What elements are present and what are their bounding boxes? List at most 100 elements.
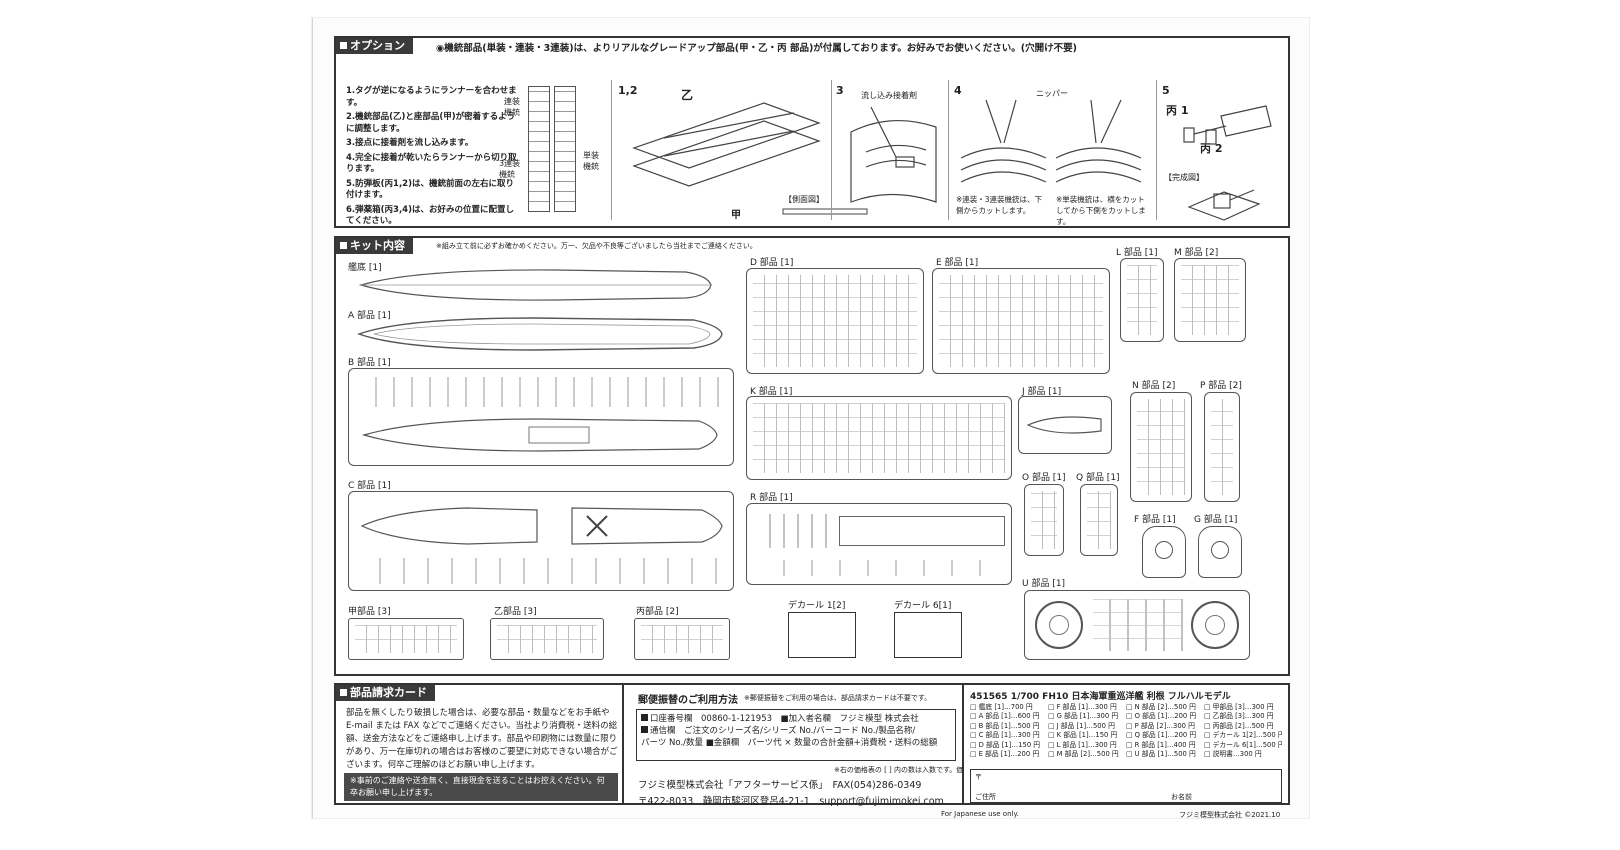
b-deck-drawing (361, 418, 718, 452)
part-label-g: G 部品 [1] (1194, 515, 1238, 525)
q-grid (1087, 491, 1111, 549)
price-item: J 部品 [1]…500 円 (1048, 722, 1126, 731)
part-label-u: U 部品 [1] (1022, 579, 1066, 589)
price-item: デカール 6[1]…500 円 (1204, 741, 1282, 750)
part-label-o: O 部品 [1] (1022, 473, 1066, 483)
part-label-e: E 部品 [1] (936, 258, 979, 268)
price-item: デカール 1[2]…500 円 (1204, 731, 1282, 740)
options-step: 2.機銃部品(乙)と座部品(甲)が密着するように調整します。 (346, 112, 516, 134)
part-label-kou: 甲部品 [3] (348, 607, 391, 617)
p-grid (1211, 399, 1233, 495)
part-label-p: P 部品 [2] (1200, 381, 1242, 391)
kit-contents-panel: キット内容 ※組み立て前に必ずお確かめください。万一、欠品や不良等ございましたら… (334, 236, 1290, 676)
glue-label: 流し込み接着剤 (861, 91, 917, 100)
otsu-grid (497, 625, 597, 653)
c-small-parts (357, 558, 727, 584)
sprue-overlap-drawing (632, 102, 821, 187)
address-label: ご住所 (975, 793, 996, 801)
price-item: N 部品 [2]…500 円 (1126, 703, 1204, 712)
postal-address: 〒422-8033 静岡市駿河区登呂4-21-1 support@fujimim… (638, 796, 944, 807)
kit-title: キット内容 (336, 238, 413, 254)
kit-note: ※組み立て前に必ずお確かめください。万一、欠品や不良等ございましたら当社までご連… (436, 242, 757, 250)
price-item: F 部品 [1]…300 円 (1048, 703, 1126, 712)
m-grid (1181, 265, 1239, 335)
r-deck-plate (839, 516, 1005, 546)
price-item: O 部品 [1]…200 円 (1126, 712, 1204, 721)
a-part-drawing (356, 317, 723, 351)
e-grid (939, 275, 1103, 367)
options-step: 1.タグが逆になるようにランナーを合わせます。 (346, 86, 517, 108)
price-item: P 部品 [2]…300 円 (1126, 722, 1204, 731)
complete-drawing (1187, 189, 1261, 221)
price-item: C 部品 [1]…300 円 (970, 731, 1048, 740)
price-item: 乙部品 [3]…300 円 (1204, 712, 1282, 721)
step-3: 3 (836, 84, 844, 97)
part-label-k: K 部品 [1] (750, 387, 793, 397)
price-item: R 部品 [1]…400 円 (1126, 741, 1204, 750)
order-warning: ※事前のご連絡や送金無く、直接現金を送ることはお控えください。何卒お願い申し上げ… (344, 773, 618, 801)
step-1-2: 1,2 (618, 84, 638, 97)
footer-left: For Japanese use only. (941, 810, 1019, 818)
u-wheel-right-inner (1205, 615, 1225, 635)
price-item: 艦底 [1]…700 円 (970, 703, 1048, 712)
m-sprue (1174, 258, 1246, 342)
nipper-drawing (960, 99, 1142, 183)
otsu-label: 乙 (681, 88, 694, 102)
part-label-hull: 艦底 [1] (348, 263, 382, 273)
options-steps: 1.タグが逆になるようにランナーを合わせます。 2.機銃部品(乙)と座部品(甲)… (346, 86, 521, 231)
kou-label: 甲 (731, 210, 741, 221)
divider (948, 80, 949, 220)
l-grid (1127, 265, 1157, 335)
options-header: ◉機銃部品(単装・連装・3連装)は、よりリアルなグレードアップ部品(甲・乙・丙 … (436, 43, 1077, 54)
postal-line-text: 口座番号欄 00860-1-121953 ■加入者名欄 フジミ模型 株式会社 (650, 714, 919, 724)
kou-grid (355, 625, 457, 653)
postal-line: 通信欄 ご注文のシリーズ名/シリーズ No./バーコード No./製品名称/ (641, 725, 951, 737)
postal-mark: 〒 (975, 773, 982, 781)
decal1-sheet (788, 612, 856, 658)
c-sprue (348, 491, 734, 591)
side-view-label: 【側面図】 (784, 195, 824, 204)
r-bottom-parts (757, 560, 1003, 576)
postal-note: ※郵便振替をご利用の場合は、部品請求カードは不要です。 (744, 694, 932, 702)
postal-company: フジミ模型株式会社「アフターサービス係」 FAX(054)286-0349 (638, 780, 922, 791)
options-step: 4.完全に接着が乾いたらランナーから切り取ります。 (346, 152, 517, 175)
price-panel: 451565 1/700 FH10 日本海軍重巡洋艦 利根 フルハルモデル 艦底… (964, 683, 1290, 805)
instruction-sheet: オプション ◉機銃部品(単装・連装・3連装)は、よりリアルなグレードアップ部品(… (312, 18, 1309, 819)
price-title: 451565 1/700 FH10 日本海軍重巡洋艦 利根 フルハルモデル (970, 692, 1231, 702)
postal-line: 口座番号欄 00860-1-121953 ■加入者名欄 フジミ模型 株式会社 (641, 713, 951, 725)
bullet-square (641, 714, 648, 721)
part-label-otsu: 乙部品 [3] (494, 607, 537, 617)
c-deck-drawing (360, 507, 723, 545)
kou-sprue (348, 618, 464, 660)
complete-label: 【完成図】 (1164, 173, 1204, 182)
price-item: 説明書…300 円 (1204, 750, 1282, 759)
n-grid (1137, 399, 1185, 495)
d-sprue (746, 268, 924, 374)
part-label-j: J 部品 [1] (1022, 387, 1062, 397)
u-wheel-left (1035, 601, 1083, 649)
postal-title: 郵便振替のご利用方法 (638, 695, 738, 706)
options-step: 3.接点に接着剤を流し込みます。 (346, 138, 474, 148)
l-sprue (1120, 258, 1164, 342)
step-4: 4 (954, 84, 962, 97)
r-sprue (746, 503, 1012, 585)
k-sprue (746, 396, 1012, 480)
g-sprue (1198, 526, 1242, 578)
price-item: A 部品 [1]…600 円 (970, 712, 1048, 721)
o-sprue (1024, 484, 1064, 556)
u-sprue (1024, 590, 1250, 660)
hei-sprue (634, 618, 730, 660)
step-5: 5 (1162, 84, 1170, 97)
bullet-square (641, 726, 648, 733)
part-label-hei: 丙部品 [2] (636, 607, 679, 617)
g-part-ring (1211, 541, 1229, 559)
part-label-decal1: デカール 1[2] (788, 601, 846, 611)
r-small-parts (757, 514, 827, 548)
u-wheel-right (1191, 601, 1239, 649)
divider (831, 80, 832, 220)
part-label-q: Q 部品 [1] (1076, 473, 1120, 483)
price-list: 艦底 [1]…700 円F 部品 [1]…300 円N 部品 [2]…500 円… (970, 703, 1282, 759)
part-label-m: M 部品 [2] (1174, 248, 1219, 258)
divider (1156, 80, 1157, 220)
price-item: B 部品 [1]…500 円 (970, 722, 1048, 731)
